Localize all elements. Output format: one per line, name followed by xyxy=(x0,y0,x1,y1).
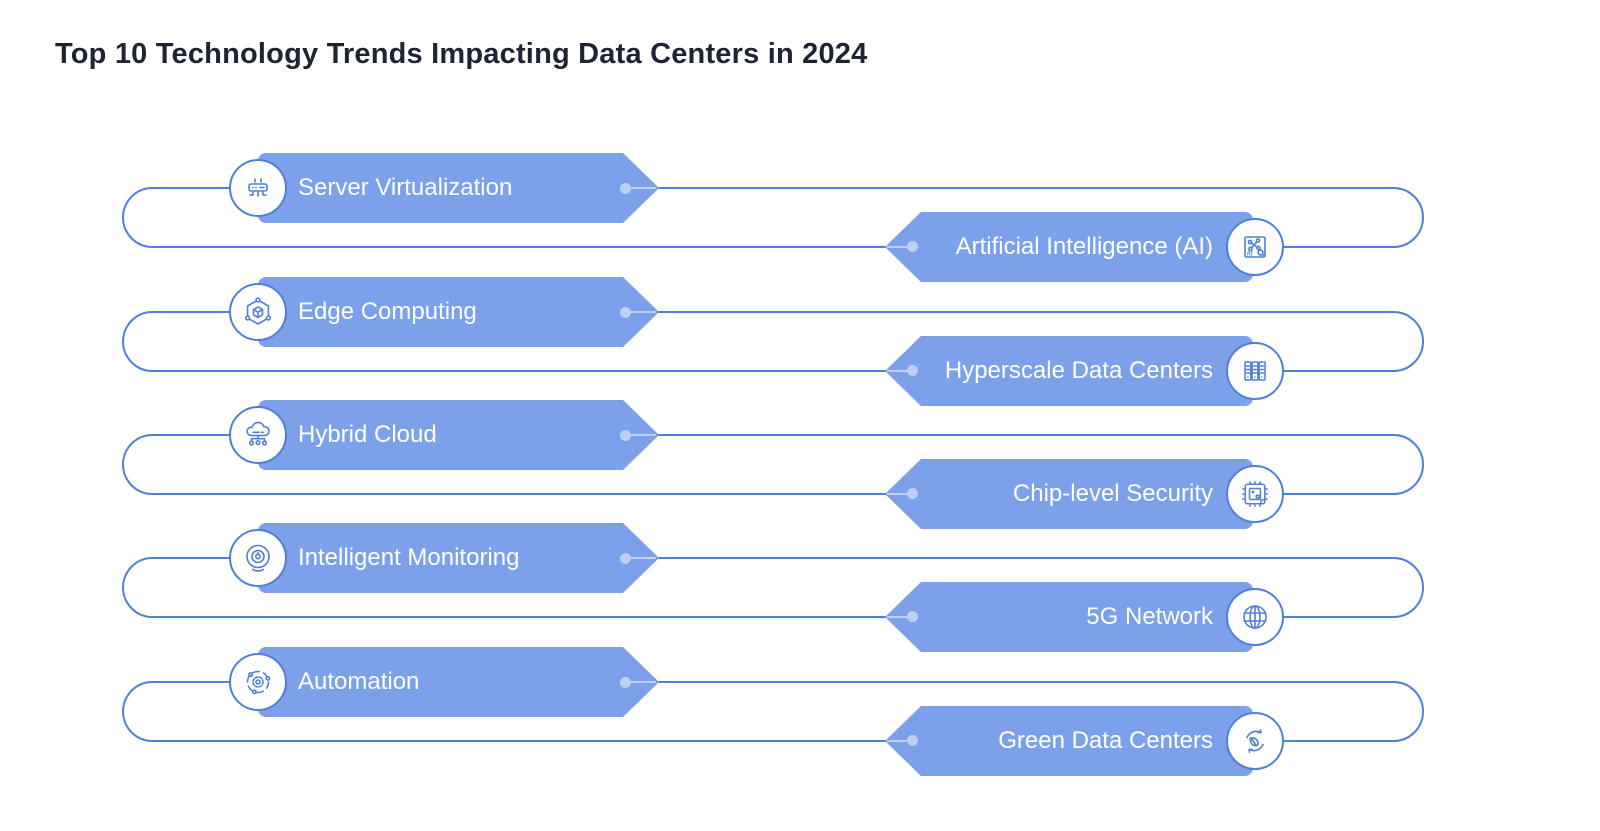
trend-medal xyxy=(1226,465,1284,523)
connector-dot xyxy=(620,430,631,441)
tip-connector-line xyxy=(887,493,913,495)
connector-dot xyxy=(907,241,918,252)
connector-dot xyxy=(620,553,631,564)
svg-text:AI: AI xyxy=(1247,252,1253,258)
tip-connector-line xyxy=(625,187,656,189)
trend-label: Hyperscale Data Centers xyxy=(944,357,1213,384)
connector-track xyxy=(122,434,1424,495)
chip-level-security-icon xyxy=(1242,481,1268,507)
trend-banner xyxy=(258,523,623,593)
connector-dot xyxy=(907,611,918,622)
green-data-centers-icon xyxy=(1246,729,1264,753)
tip-connector-line xyxy=(625,434,656,436)
tip-connector-line xyxy=(887,246,913,248)
connector-dot xyxy=(907,735,918,746)
hybrid-cloud-icon xyxy=(246,421,270,446)
trend-label: Artificial Intelligence (AI) xyxy=(955,233,1213,260)
5g-network-icon xyxy=(1243,605,1267,629)
trend-medal xyxy=(1226,342,1284,400)
connector-dot xyxy=(620,677,631,688)
trend-banner xyxy=(921,336,1253,406)
tip-connector-line xyxy=(887,616,913,618)
trend-medal xyxy=(229,529,287,587)
artificial-intelligence-icon: AI xyxy=(1244,236,1266,258)
tip-connector-line xyxy=(887,370,913,372)
intelligent-monitoring-icon xyxy=(246,544,270,572)
connector-dot xyxy=(620,307,631,318)
trend-banner xyxy=(258,647,623,717)
trend-label: Edge Computing xyxy=(298,298,477,325)
connector-track xyxy=(122,557,1424,618)
automation-icon xyxy=(246,670,271,695)
trend-banner xyxy=(921,706,1253,776)
trend-medal xyxy=(229,159,287,217)
trend-medal xyxy=(229,406,287,464)
connector-track xyxy=(122,681,1424,742)
trend-label: Hybrid Cloud xyxy=(298,421,437,448)
page-title: Top 10 Technology Trends Impacting Data … xyxy=(55,38,868,70)
connector-dot xyxy=(620,183,631,194)
trend-banner xyxy=(921,212,1253,282)
trend-label: Green Data Centers xyxy=(998,727,1213,754)
trend-banner xyxy=(258,153,623,223)
server-virtualization-icon xyxy=(248,178,268,197)
trend-medal xyxy=(1226,712,1284,770)
trend-label: Intelligent Monitoring xyxy=(298,544,520,571)
connector-track xyxy=(122,187,1424,248)
trend-label: 5G Network xyxy=(1086,603,1213,630)
trend-medal xyxy=(229,283,287,341)
connector-track xyxy=(122,311,1424,372)
trend-medal xyxy=(1226,588,1284,646)
trend-medal xyxy=(229,653,287,711)
tip-connector-line xyxy=(625,681,656,683)
connector-dot xyxy=(907,365,918,376)
tip-connector-line xyxy=(887,740,913,742)
trend-banner xyxy=(921,459,1253,529)
trend-label: Server Virtualization xyxy=(298,174,513,201)
trend-label: Automation xyxy=(298,668,420,695)
trend-medal: AI xyxy=(1226,218,1284,276)
tip-connector-line xyxy=(625,311,656,313)
trend-banner xyxy=(258,400,623,470)
tip-connector-line xyxy=(625,557,656,559)
hyperscale-data-centers-icon xyxy=(1244,361,1266,381)
connector-dot xyxy=(907,488,918,499)
trend-banner xyxy=(258,277,623,347)
trend-banner xyxy=(921,582,1253,652)
edge-computing-icon xyxy=(244,297,272,325)
trend-label: Chip-level Security xyxy=(1012,480,1213,507)
